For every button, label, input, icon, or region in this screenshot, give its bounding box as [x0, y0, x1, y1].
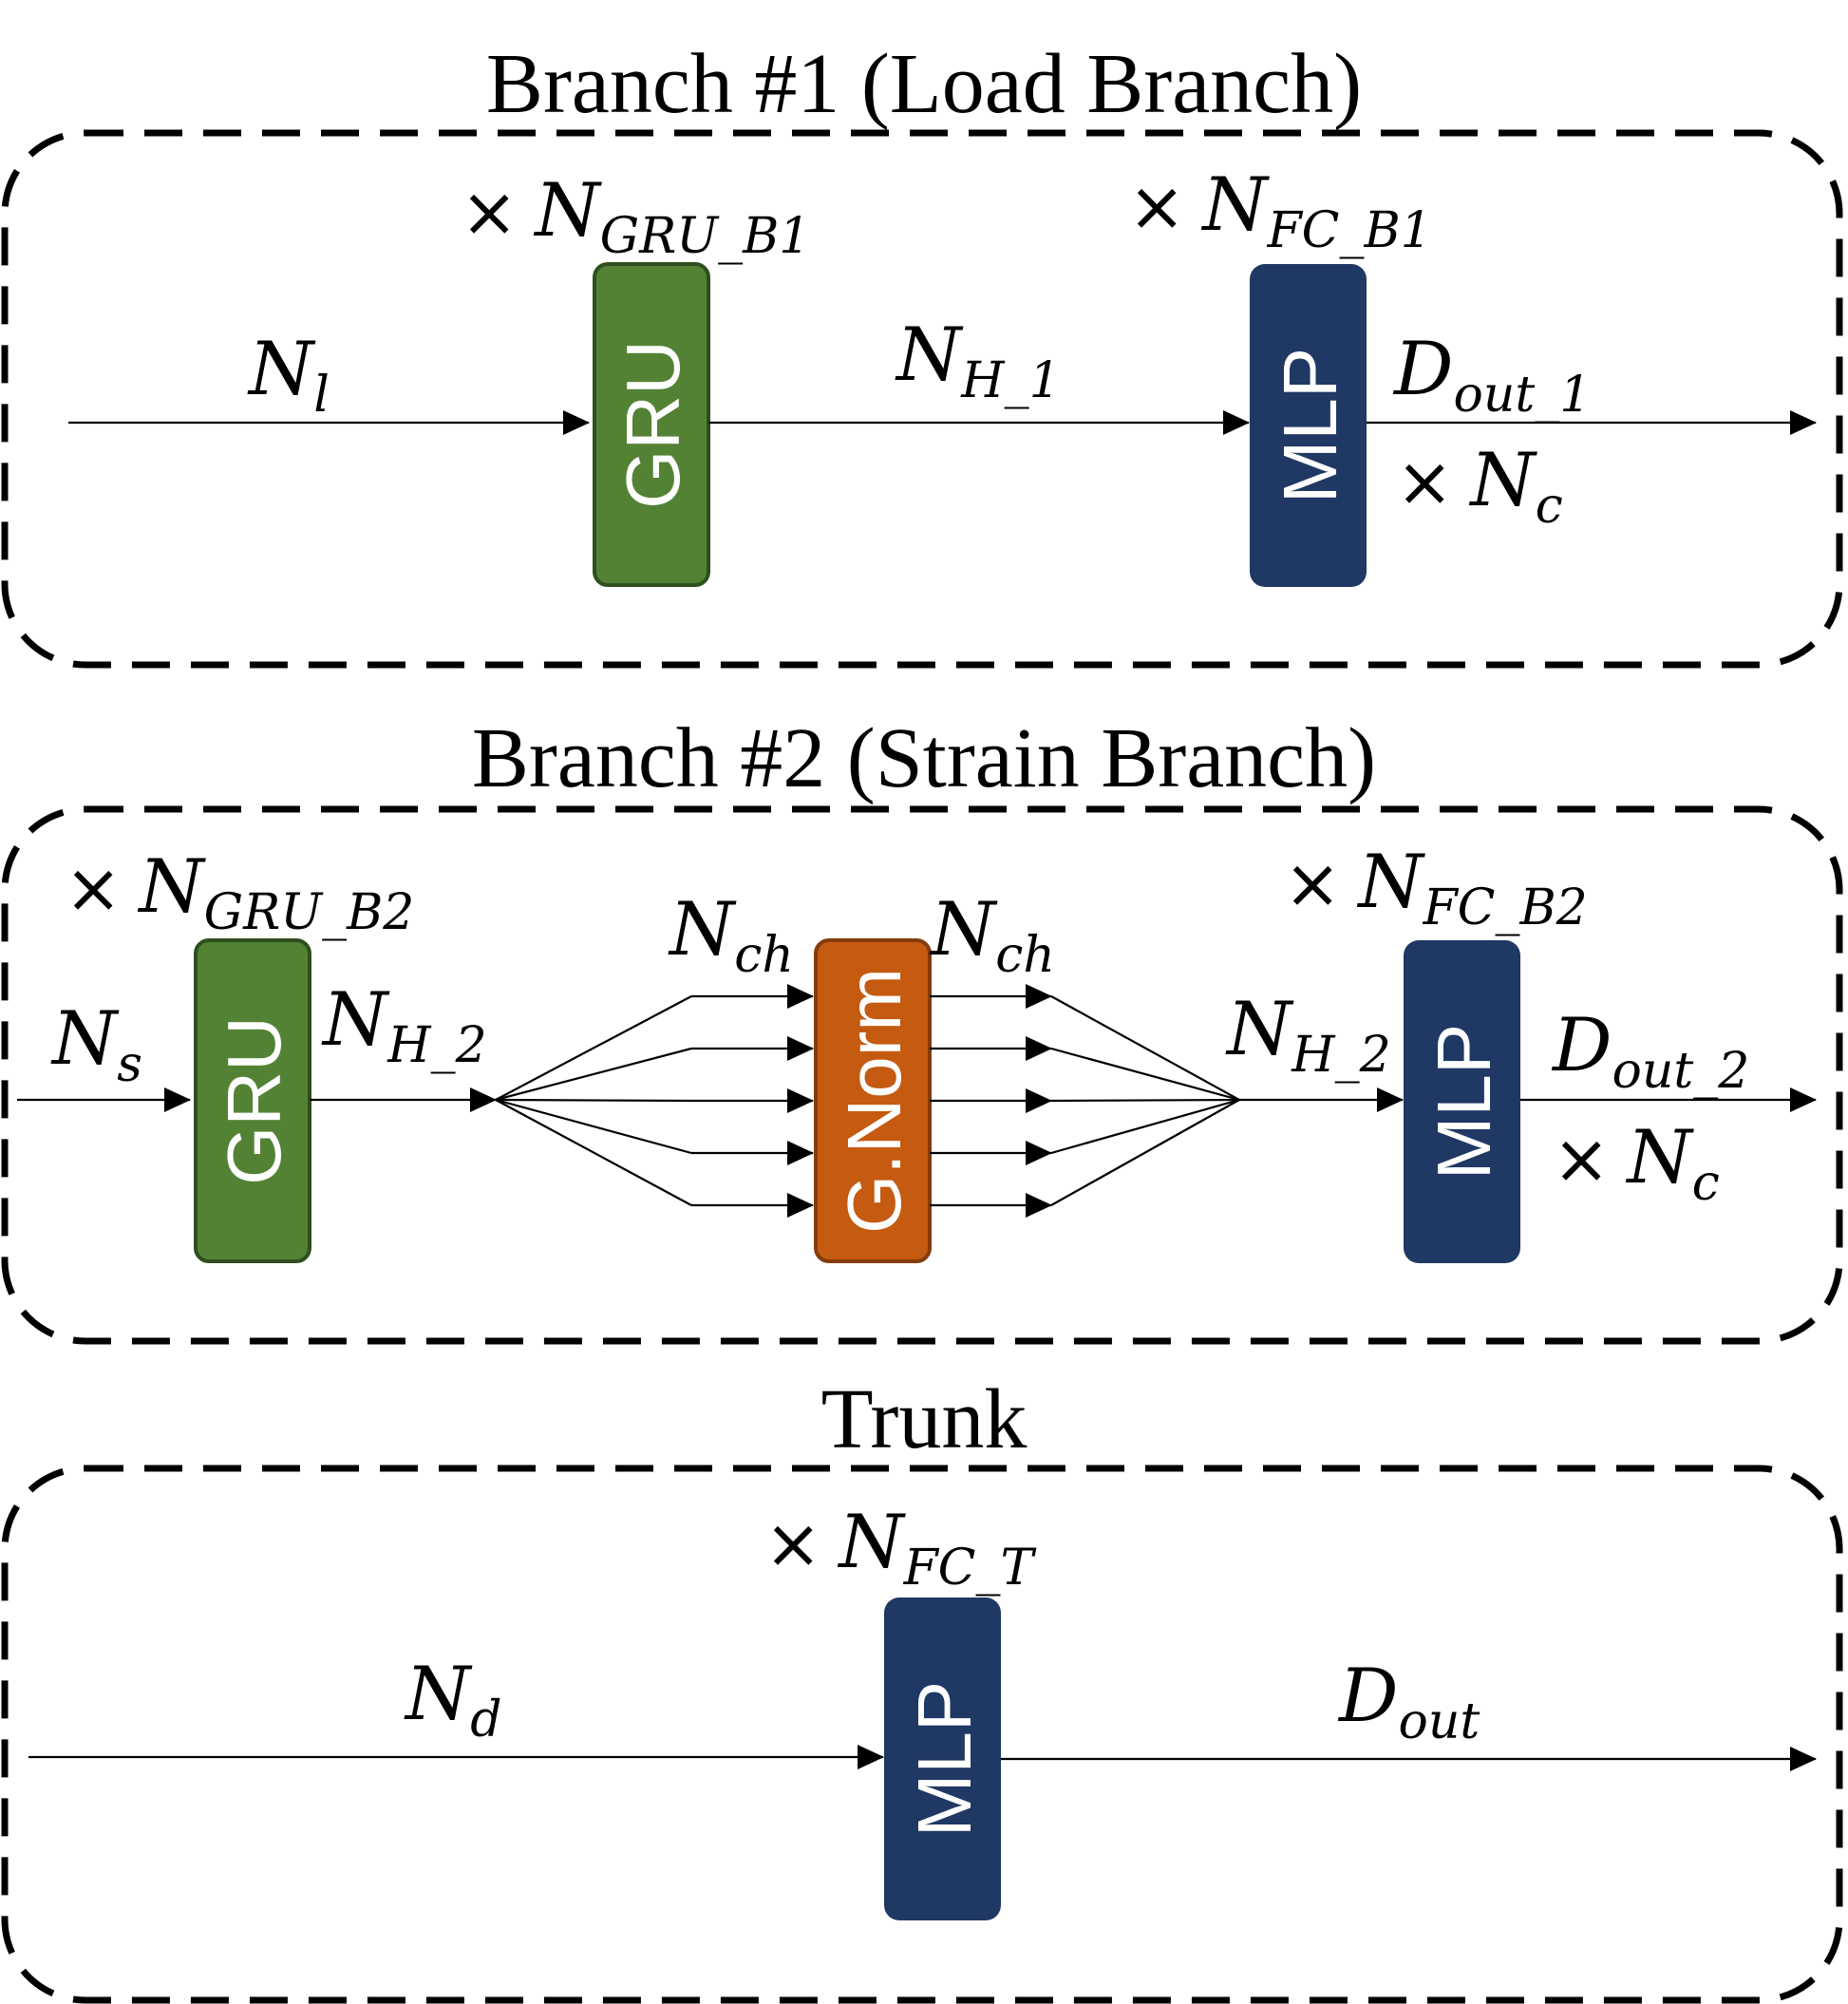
branch1-output-label: Dout_1 [1392, 327, 1591, 424]
branch2-ch-in-label: Nch [668, 887, 794, 984]
trunk-mlp-repeat: ×NFC_T [764, 1500, 1036, 1597]
branch2-frame [1, 805, 1843, 1345]
branch1-gru-block [593, 262, 710, 587]
branch1-gru-repeat: ×NGRU_B1 [461, 168, 810, 265]
branch1-gru-label: GRU [611, 340, 695, 509]
branch2-hidden-out-label: NH_2 [1225, 987, 1391, 1084]
branch2-output-repeat: ×Nc [1553, 1115, 1720, 1212]
branch1-input-label: Nl [247, 327, 330, 424]
channel-merge-fan [930, 984, 1240, 1218]
branch2-title: Branch #2 (Strain Branch) [472, 711, 1376, 805]
branch1-mlp-repeat: ×NFC_B1 [1128, 162, 1432, 259]
branch2-hidden-label: NH_2 [321, 977, 487, 1074]
group-norm-label: G.Norm [832, 968, 916, 1234]
branch1-mlp-label: MLP [1268, 348, 1352, 504]
branch1-output-repeat: ×Nc [1396, 438, 1563, 535]
branch2-output-label: Dout_2 [1551, 1003, 1749, 1100]
channel-split-fan [495, 984, 814, 1218]
trunk-mlp-block [884, 1598, 1001, 1920]
branch2-mlp-repeat: ×NFC_B2 [1284, 840, 1588, 936]
branch2-input-label: Ns [50, 996, 142, 1093]
trunk-title: Trunk [821, 1372, 1028, 1466]
trunk-input-label: Nd [404, 1652, 502, 1749]
branch2-gru-repeat: ×NGRU_B2 [65, 844, 414, 941]
branch1-hidden-label: NH_1 [895, 312, 1061, 409]
branch1-frame [1, 129, 1843, 669]
trunk-output-label: Dout [1337, 1654, 1480, 1750]
branch2-gru-label: GRU [212, 1016, 296, 1185]
branch2-ch-out-label: Nch [929, 887, 1055, 984]
trunk-mlp-label: MLP [902, 1681, 987, 1838]
branch2-mlp-block [1404, 940, 1520, 1263]
branch2-mlp-label: MLP [1422, 1024, 1506, 1181]
branch1-mlp-block [1250, 264, 1367, 587]
branch1-title: Branch #1 (Load Branch) [486, 37, 1362, 131]
trunk-frame [1, 1465, 1843, 2004]
